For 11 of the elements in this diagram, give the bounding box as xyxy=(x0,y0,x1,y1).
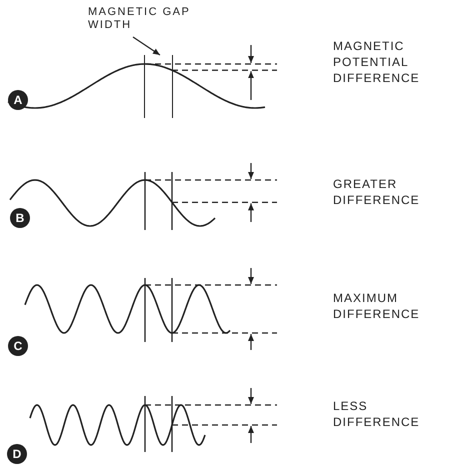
panel-letter-badge: D xyxy=(7,444,27,464)
annotation-text: MAGNETIC GAP WIDTH xyxy=(88,6,238,36)
panel-letter-badge: A xyxy=(8,90,28,110)
caption-text: LESS DIFFERENCE xyxy=(333,398,421,430)
caption-text: MAXIMUM DIFFERENCE xyxy=(333,290,421,322)
caption-text: GREATER DIFFERENCE xyxy=(333,176,421,208)
caption-text: MAGNETIC POTENTIAL DIFFERENCE xyxy=(333,38,421,86)
panel-letter-badge: C xyxy=(8,336,28,356)
leader-line xyxy=(132,36,160,56)
panel-letter-badge: B xyxy=(10,208,30,228)
magnetic-gap xyxy=(144,55,173,118)
